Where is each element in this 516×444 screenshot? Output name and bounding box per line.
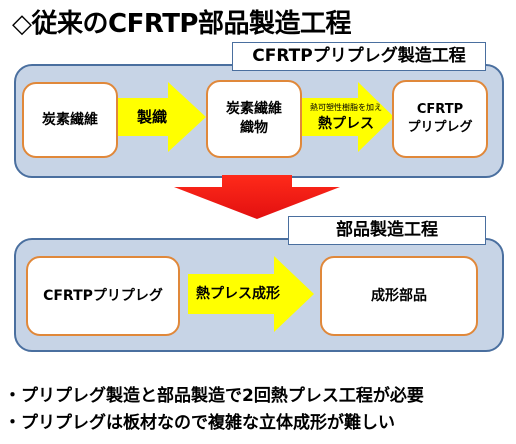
cfrtp-prepreg-input-label: CFRTPプリプレグ [43,287,163,304]
hot-press-forming-arrow [188,256,314,332]
carbon-fabric-line2: 織物 [240,120,268,136]
note-2: ・プリプレグは板材なので複雑な立体成形が難しい [4,413,395,433]
cfrtp-prepreg-input-box: CFRTPプリプレグ [26,256,180,336]
resin-add-label: 熱可塑性樹脂を加え [310,102,382,112]
cfrtp-prepreg-line2: プリプレグ [407,120,473,135]
hot-press-label: 熱可塑性樹脂を加え 熱プレス [300,102,392,132]
carbon-fabric-box: 炭素繊維 織物 [206,80,302,158]
carbon-fiber-box: 炭素繊維 [22,82,118,158]
weaving-label: 製織 [136,107,167,126]
carbon-fiber-label: 炭素繊維 [42,111,98,128]
note-1: ・プリプレグ製造と部品製造で2回熱プレス工程が必要 [4,386,424,406]
hot-press-text: 熱プレス [318,115,374,132]
hot-press-arrow [302,82,394,152]
molded-part-box: 成形部品 [320,256,478,336]
prepreg-process-tag: CFRTPプリプレグ製造工程 [232,42,486,71]
cfrtp-prepreg-box: CFRTP プリプレグ [392,80,488,158]
down-arrow-icon [174,175,340,219]
hot-press-forming-label: 熱プレス成形 [196,286,280,302]
part-process-tag: 部品製造工程 [288,216,486,245]
weaving-arrow [118,82,206,152]
page-title: ◇従来のCFRTP部品製造工程 [12,9,351,39]
carbon-fabric-line1: 炭素繊維 [226,101,282,118]
molded-part-label: 成形部品 [371,287,427,304]
cfrtp-prepreg-line1: CFRTP [416,102,464,118]
